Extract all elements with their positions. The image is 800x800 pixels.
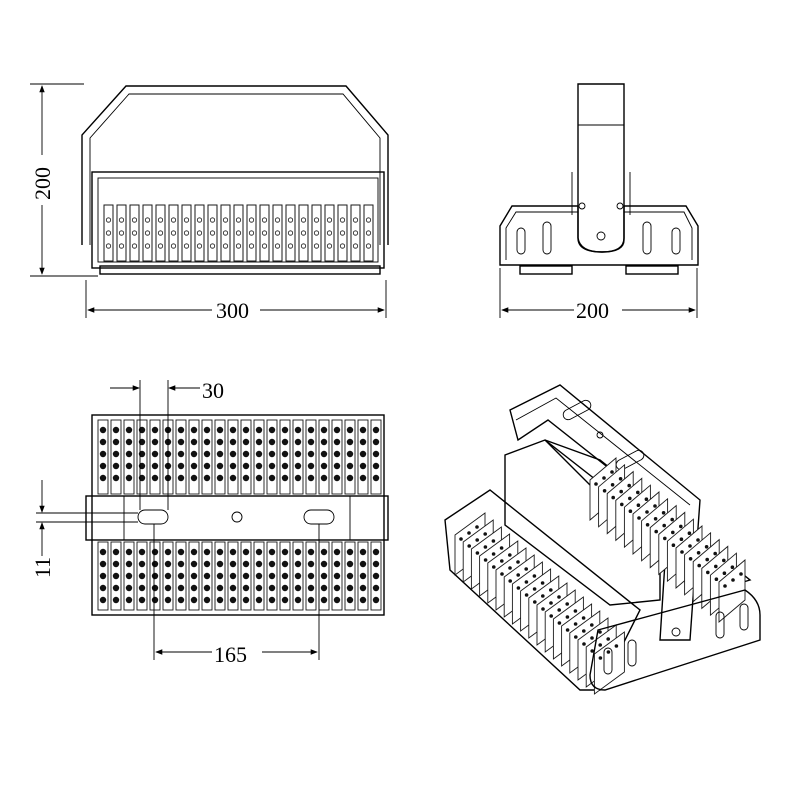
- iso-fin: [718, 559, 746, 623]
- front-fin: [103, 204, 114, 262]
- front-fin: [311, 204, 322, 262]
- front-fin: [285, 204, 296, 262]
- front-fin: [129, 204, 140, 262]
- side-view: 200: [499, 83, 699, 323]
- top-bracket: [85, 495, 389, 541]
- front-width-label: 300: [216, 298, 249, 323]
- front-fin: [324, 204, 335, 262]
- front-fin: [233, 204, 244, 262]
- front-fin: [246, 204, 257, 262]
- front-fin: [155, 204, 166, 262]
- side-foot-right: [625, 265, 679, 275]
- front-fin: [363, 204, 374, 262]
- front-fins: [103, 204, 374, 262]
- side-width-label: 200: [576, 298, 609, 323]
- top-hole-spacing-label: 165: [214, 642, 247, 667]
- top-center-hole-icon: [231, 511, 243, 523]
- top-fins-lower: [97, 541, 382, 611]
- iso-side-plate: [589, 589, 761, 691]
- front-view: 200 300: [30, 83, 389, 323]
- front-height-label: 200: [30, 167, 55, 200]
- iso-fins-back: [589, 457, 746, 623]
- top-slot-right-icon: [303, 509, 335, 525]
- top-spacing-label: 30: [202, 378, 224, 403]
- top-outline: [91, 414, 385, 616]
- front-fin: [350, 204, 361, 262]
- front-fin: [259, 204, 270, 262]
- front-fin: [337, 204, 348, 262]
- front-fin: [142, 204, 153, 262]
- front-fin: [220, 204, 231, 262]
- top-slot-left-icon: [137, 509, 169, 525]
- front-fin: [272, 204, 283, 262]
- front-fin: [194, 204, 205, 262]
- iso-handle: [509, 384, 701, 641]
- side-foot-left: [519, 265, 573, 275]
- iso-fins-front: [454, 512, 625, 695]
- front-body: [91, 171, 385, 269]
- front-fin: [207, 204, 218, 262]
- isometric-view: [444, 384, 761, 695]
- top-view: 30 11 165: [30, 378, 389, 667]
- top-bracket-label: 11: [30, 557, 55, 578]
- side-pivot-icon: [596, 231, 606, 241]
- front-fin: [298, 204, 309, 262]
- iso-pivot-icon: [671, 627, 681, 637]
- side-housing: [499, 205, 699, 266]
- front-fin: [116, 204, 127, 262]
- front-handle: [81, 85, 389, 245]
- front-fin: [181, 204, 192, 262]
- side-arm: [577, 83, 625, 253]
- front-base: [99, 265, 381, 275]
- front-fin: [168, 204, 179, 262]
- top-fins-upper: [97, 419, 382, 495]
